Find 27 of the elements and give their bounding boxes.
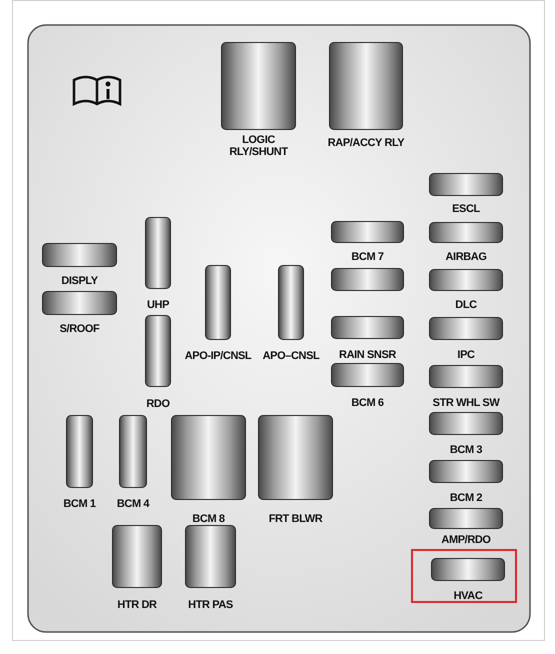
- fuse-label: DISPLY: [61, 275, 98, 287]
- fuse-label: APO–CNSL: [262, 350, 320, 362]
- fuse-label: AMP/RDO: [441, 534, 491, 546]
- fuse-label: ESCL: [452, 203, 480, 215]
- fuse-label: FRT BLWR: [268, 513, 322, 525]
- fuse-label: BCM 4: [116, 498, 150, 510]
- fuse-label: UHP: [146, 299, 170, 311]
- fuse-label: IPC: [457, 349, 475, 361]
- fuse-label: HTR DR: [117, 599, 157, 611]
- fuse-label: DLC: [455, 299, 477, 311]
- fuse-label: BCM 1: [63, 498, 96, 510]
- fuse-label: APO-IP/CNSL: [184, 350, 252, 362]
- fuse-label: S/ROOF: [60, 323, 100, 335]
- fuse-label: RAP/ACCY RLY: [328, 137, 404, 149]
- fuse-label: BCM 3: [450, 444, 482, 456]
- fuse-label: HTR PAS: [188, 599, 233, 611]
- fuse-label: RAIN SNSR: [339, 349, 396, 361]
- highlight-frame: [411, 549, 517, 603]
- fuse-label: LOGIC RLY/SHUNT: [228, 134, 288, 158]
- fuse-label: BCM 8: [192, 513, 225, 525]
- fuse-label: RDO: [146, 398, 170, 410]
- fuse-label: BCM 2: [450, 492, 482, 504]
- fuse-label: STR WHL SW: [432, 397, 500, 409]
- fuse-label: AIRBAG: [446, 251, 486, 263]
- fuse-label: BCM 7: [351, 251, 384, 263]
- fuse-label: BCM 6: [351, 397, 384, 409]
- fuse-label: HVAC: [454, 590, 482, 602]
